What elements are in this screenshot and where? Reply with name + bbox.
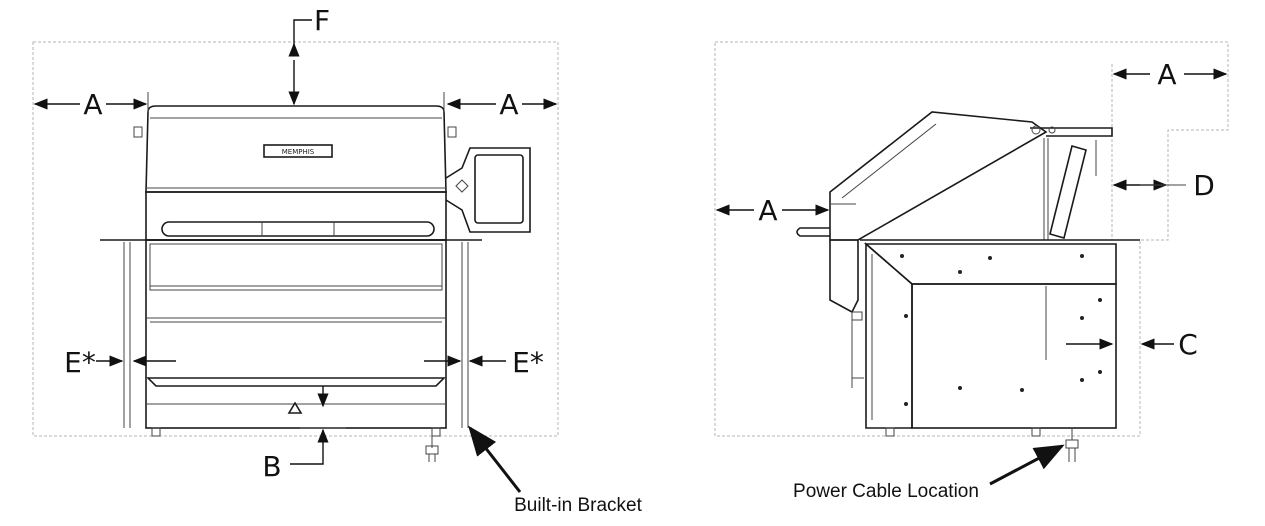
side-view: A A D C Power Cable Location (714, 41, 1229, 502)
side-grill-body (863, 242, 1117, 462)
side-power-plug (1065, 428, 1079, 462)
side-dimension-a-left: A (758, 194, 777, 227)
side-clearance-boundary (714, 41, 1229, 437)
front-handle (145, 191, 447, 241)
warning-icon (287, 401, 303, 414)
front-dimension-a-right: A (499, 88, 518, 121)
side-dimension-c: C (1178, 328, 1198, 361)
front-dimension-e-left: E* (64, 346, 96, 379)
side-dimension-d: D (1193, 169, 1215, 202)
front-controller (445, 147, 531, 233)
controller-screen (474, 154, 524, 224)
bracket-callout-label: Built-in Bracket (514, 495, 642, 516)
front-dimension-e-right: E* (512, 346, 544, 379)
brand-plate-text: MEMPHIS (282, 148, 315, 156)
front-dimension-f: F (314, 4, 330, 37)
front-dimension-b: B (262, 450, 281, 483)
front-power-plug (425, 436, 439, 462)
power-cable-callout-label: Power Cable Location (793, 481, 979, 502)
side-controller (1049, 140, 1097, 239)
front-grill-body (145, 239, 447, 462)
front-view: MEMPHIS (32, 4, 643, 516)
power-cable-callout-arrow (989, 444, 1065, 486)
front-grill-lid: MEMPHIS (133, 105, 457, 193)
front-dimension-a-left: A (83, 88, 102, 121)
bracket-callout-arrow (468, 425, 522, 493)
brand-plate (263, 144, 333, 158)
front-clearance-boundary (32, 41, 559, 437)
side-dimension-a-top: A (1157, 58, 1176, 91)
